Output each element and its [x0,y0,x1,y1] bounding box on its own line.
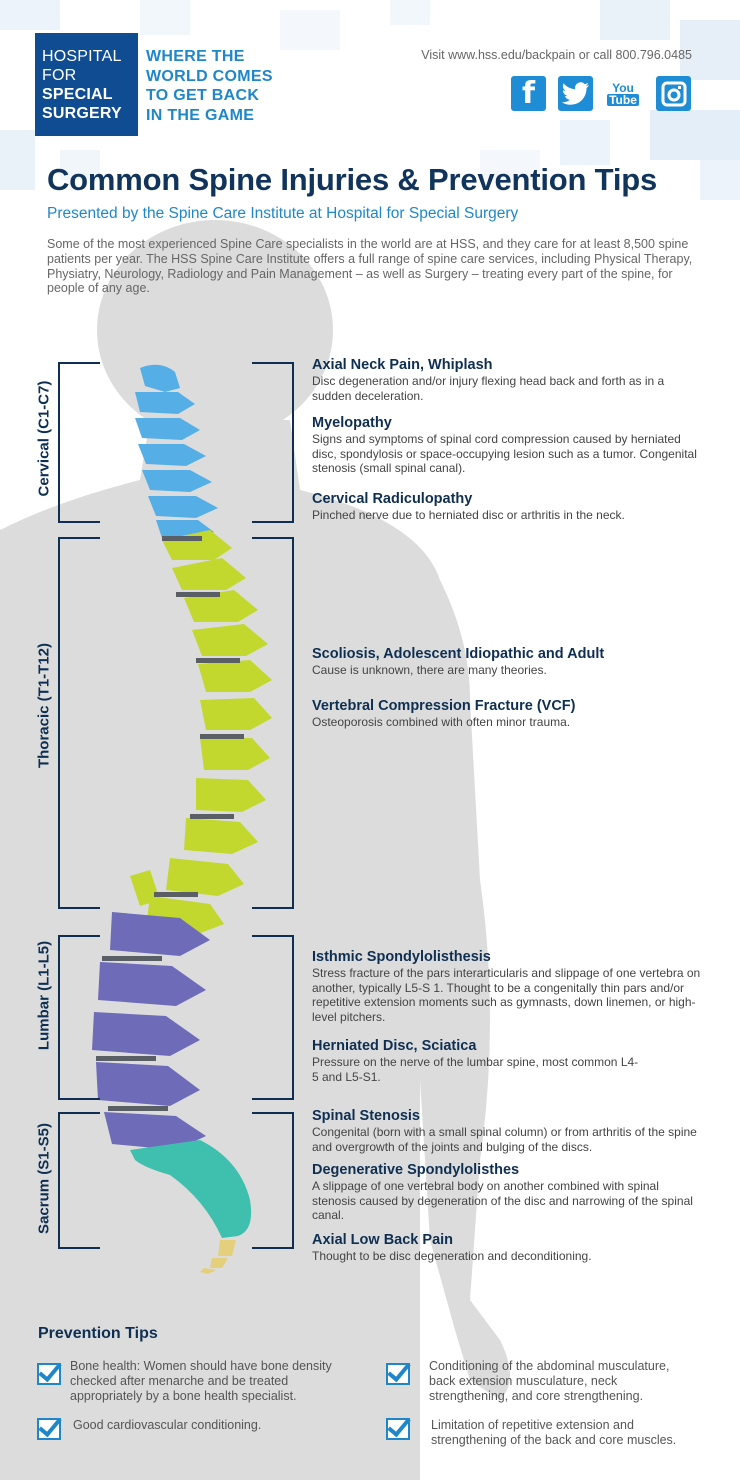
youtube-text-top: You [612,80,634,95]
contact-info: Visit www.hss.edu/backpain or call 800.7… [421,48,692,62]
facebook-icon[interactable]: f [511,76,546,111]
condition-desc: Osteoporosis combined with often minor t… [312,715,571,729]
intro-paragraph: Some of the most experienced Spine Care … [47,237,693,296]
condition-desc: A slippage of one vertebral body on anot… [312,1179,693,1223]
header-mosaic [0,0,740,200]
condition-item: Axial Neck Pain, Whiplash Disc degenerat… [312,357,702,403]
condition-desc: Cause is unknown, there are many theorie… [312,663,547,677]
checkbox-icon [386,1363,410,1385]
tagline-line: IN THE GAME [146,106,255,124]
condition-title: Vertebral Compression Fracture (VCF) [312,698,576,714]
region-label-cervical: Cervical (C1-C7) [35,380,53,497]
condition-item: Vertebral Compression Fracture (VCF) Ost… [312,698,702,730]
condition-item: Isthmic Spondylolisthesis Stress fractur… [312,949,702,1024]
tagline-line: WORLD COMES [146,67,273,85]
page-title: Common Spine Injuries & Prevention Tips [47,162,658,197]
logo-line: FOR [42,67,77,84]
condition-desc: Disc degeneration and/or injury flexing … [312,374,665,403]
spine-discs [96,536,244,1111]
condition-title: Axial Low Back Pain [312,1232,454,1248]
checkbox-icon [37,1363,61,1385]
prevention-title: Prevention Tips [38,1325,158,1342]
condition-desc: Thought to be disc degeneration and deco… [312,1249,592,1263]
condition-title: Herniated Disc, Sciatica [312,1038,477,1054]
spine-coccyx [200,1240,236,1274]
logo-line: SURGERY [42,105,122,122]
tagline: WHERE THE WORLD COMES TO GET BACK IN THE… [146,47,273,125]
checkbox-icon [37,1418,61,1440]
condition-item: Axial Low Back Pain Thought to be disc d… [312,1232,702,1264]
region-label-lumbar: Lumbar (L1-L5) [35,940,53,1051]
prevention-tip: Good cardiovascular conditioning. [73,1418,262,1432]
tagline-line: TO GET BACK [146,87,260,104]
bracket-lumbar-left [58,935,100,1100]
bracket-sacrum-right [252,1112,294,1249]
logo-line: HOSPITAL [42,48,122,65]
condition-desc: Pressure on the nerve of the lumbar spin… [312,1055,639,1084]
condition-title: Isthmic Spondylolisthesis [312,949,491,965]
condition-desc: Stress fracture of the pars interarticul… [312,966,701,1024]
bracket-thoracic-left [58,537,100,909]
condition-item: Myelopathy Signs and symptoms of spinal … [312,415,702,476]
hss-logo[interactable]: HOSPITAL FOR SPECIAL SURGERY [35,33,138,136]
condition-desc: Pinched nerve due to herniated disc or a… [312,508,625,522]
region-label-sacrum: Sacrum (S1-S5) [35,1123,53,1234]
condition-title: Myelopathy [312,415,392,431]
bracket-sacrum-left [58,1112,100,1249]
prevention-tip: Bone health: Women should have bone dens… [70,1359,332,1403]
instagram-icon[interactable] [656,76,691,111]
condition-title: Degenerative Spondylolisthes [312,1162,520,1178]
twitter-icon[interactable] [558,76,593,111]
condition-item: Scoliosis, Adolescent Idiopathic and Adu… [312,646,702,678]
condition-desc: Signs and symptoms of spinal cord compre… [312,432,697,476]
page-subtitle: Presented by the Spine Care Institute at… [47,205,519,222]
prevention-tip: Conditioning of the abdominal musculatur… [429,1359,670,1403]
condition-title: Cervical Radiculopathy [312,491,473,507]
bracket-lumbar-right [252,935,294,1100]
prevention-tip: Limitation of repetitive extension and s… [431,1418,677,1447]
condition-title: Spinal Stenosis [312,1108,420,1124]
bracket-cervical-left [58,362,100,523]
spine-sacrum [130,1140,252,1238]
region-label-thoracic: Thoracic (T1-T12) [35,642,53,769]
condition-item: Degenerative Spondylolisthes A slippage … [312,1162,702,1223]
bracket-thoracic-right [252,537,294,909]
youtube-text-bottom: Tube [607,92,639,107]
bracket-cervical-right [252,362,294,523]
checkbox-icon [386,1418,410,1440]
spine-thoracic [130,530,272,934]
logo-line: SPECIAL [42,86,113,103]
tagline-line: WHERE THE [146,48,245,65]
condition-item: Cervical Radiculopathy Pinched nerve due… [312,491,702,523]
condition-title: Scoliosis, Adolescent Idiopathic and Adu… [312,646,605,662]
condition-desc: Congenital (born with a small spinal col… [312,1125,697,1154]
youtube-icon[interactable]: You Tube [607,76,639,111]
condition-item: Herniated Disc, Sciatica Pressure on the… [312,1038,642,1084]
condition-item: Spinal Stenosis Congenital (born with a … [312,1108,702,1154]
spine-cervical [135,364,218,540]
spine-lumbar [92,912,210,1150]
condition-title: Axial Neck Pain, Whiplash [312,357,493,373]
